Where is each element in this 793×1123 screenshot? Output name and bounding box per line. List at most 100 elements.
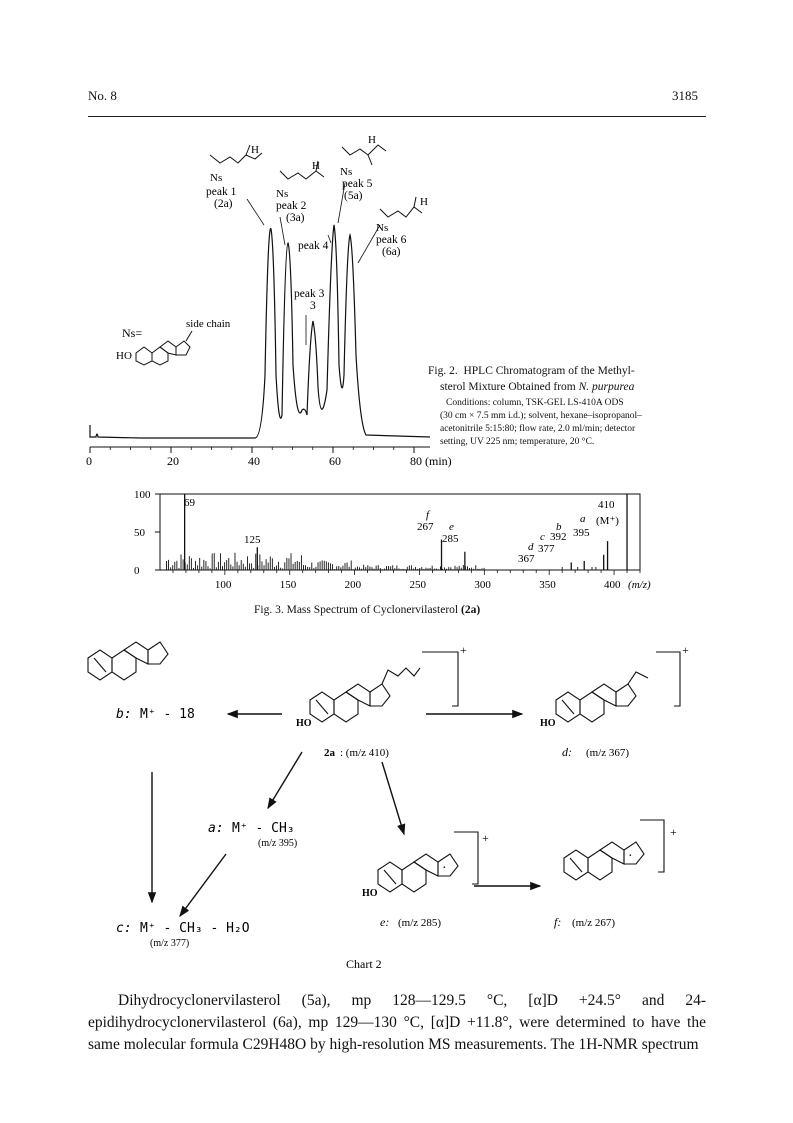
x-tick-label: 20 [167, 454, 179, 468]
peak6-arrow [357, 224, 381, 264]
charge-label: + [460, 643, 467, 657]
fragment-c-text: M⁺ - CH₃ - H₂O [140, 921, 250, 936]
fig2-species: N. purpurea [578, 381, 635, 393]
x-tick-label: 300 [474, 579, 491, 591]
spectrum-peaks [166, 494, 628, 570]
x-tick-label: 40 [248, 454, 260, 468]
x-tick-label: 200 [345, 579, 362, 591]
paragraph-text: Dihydrocyclonervilasterol (5a), mp 128—1… [88, 992, 706, 1053]
fig3-caption-text: Fig. 3. Mass Spectrum of Cyclonervilaste… [254, 604, 459, 616]
fig2-caption-title: HPLC Chromatogram of the Methyl- [463, 365, 635, 377]
peak-label-125: 125 [244, 534, 261, 546]
charge-label: + [682, 643, 689, 657]
peak5-arrow [337, 182, 346, 224]
x-tick-label: 80 (min) [410, 454, 452, 468]
fragment-f: f [426, 509, 431, 521]
peak1-arrow [246, 198, 265, 226]
peak-label-267: 267 [417, 521, 434, 533]
fragment-f-tag: f: [554, 915, 561, 929]
structure-2a [309, 651, 459, 723]
peak2-label: peak 2 [276, 200, 307, 212]
structure-e [377, 831, 479, 893]
fragment-d-tag: d: [562, 745, 572, 759]
h-label: H [251, 144, 259, 156]
fig3-caption: Fig. 3. Mass Spectrum of Cyclonervilaste… [254, 602, 480, 618]
condition-line: setting, UV 225 nm; temperature, 20 °C. [440, 437, 595, 447]
structure-f [563, 819, 665, 881]
fragment-d: d [528, 541, 534, 553]
center-mz: : (m/z 410) [340, 747, 389, 759]
center-label: 2a [324, 747, 336, 759]
radical-dot: · [442, 861, 447, 876]
charge-label: + [482, 831, 489, 845]
x-tick-label: 0 [86, 454, 92, 468]
x-tick-label: 350 [539, 579, 556, 591]
ns-label: Ns [210, 172, 222, 184]
fragment-c-tag: c: [116, 921, 132, 936]
peak-label-395: 395 [573, 527, 590, 539]
fragment-e: e [449, 521, 454, 533]
h-label: H [312, 160, 320, 172]
fragment-a-tag: a: [208, 821, 224, 836]
peak1-compound: (2a) [214, 198, 233, 210]
x-unit-label: (m/z) [628, 579, 651, 591]
peak2-arrow [279, 216, 286, 246]
peak4-arrow [327, 234, 332, 244]
fragment-b-tag: b: [116, 707, 132, 722]
fragment-e-mz: (m/z 285) [398, 917, 441, 929]
chromatogram-trace [89, 224, 431, 439]
ho-label: HO [540, 718, 556, 729]
hplc-chromatogram: H H H H Ns Ns Ns Ns peak 1 (2a) peak 2 (… [86, 134, 452, 468]
side-chain-label: side chain [186, 318, 231, 330]
condition-line: acetonitrile 5:15:80; flow rate, 2.0 ml/… [440, 424, 636, 434]
peak-label-377: 377 [538, 543, 555, 555]
x-tick-label: 100 [215, 579, 232, 591]
peak2-compound: (3a) [286, 212, 305, 224]
fig2-caption-label: Fig. 2. [428, 365, 458, 377]
steroid-core-icon [135, 330, 193, 366]
peak-label-410: 410 [598, 499, 615, 511]
ho-label: HO [362, 888, 378, 899]
fig2-caption: Fig. 2. HPLC Chromatogram of the Methyl-… [428, 363, 698, 449]
header-rule [88, 116, 706, 117]
condition-line: (30 cm × 7.5 mm i.d.); solvent, hexane–i… [440, 411, 642, 421]
ns-label: Ns [276, 188, 288, 200]
ho-label: HO [296, 718, 312, 729]
running-head-left: No. 8 [88, 88, 117, 103]
y-axis-ticks: 0 50 100 [134, 489, 160, 577]
fragment-a: a [580, 513, 586, 525]
spectrum-frame [159, 493, 641, 571]
reaction-arrows [147, 709, 542, 918]
fig2-caption-title-2: sterol Mixture Obtained from [440, 381, 576, 393]
y-tick-label: 50 [134, 527, 146, 539]
x-tick-label: 150 [280, 579, 297, 591]
fragment-e-tag: e: [380, 915, 389, 929]
chart2-title: Chart 2 [346, 957, 382, 971]
fragment-a-text: M⁺ - CH₃ [232, 821, 295, 836]
molecular-ion-label: (M⁺) [596, 515, 619, 527]
x-tick-label: 400 [604, 579, 621, 591]
h-label: H [368, 134, 376, 146]
condition-line: Conditions: column, TSK-GEL LS-410A ODS [446, 398, 624, 408]
page-number: 3185 [672, 88, 698, 103]
y-tick-label: 100 [134, 489, 151, 501]
ns-label: Ns [376, 222, 388, 234]
fragment-f-mz: (m/z 267) [572, 917, 615, 929]
y-tick-label: 0 [134, 565, 140, 577]
peak3-number: 3 [310, 300, 316, 312]
ns-definition: Ns= [122, 326, 142, 340]
fig3-compound: (2a) [460, 604, 481, 616]
body-paragraph: Dihydrocyclonervilasterol (5a), mp 128—1… [88, 990, 706, 1056]
peak5-label: peak 5 [342, 178, 373, 190]
peak-label-367: 367 [518, 553, 535, 565]
fragmentation-chart: HO + 2a : (m/z 410) HO + d: (m/z 367) HO… [87, 641, 689, 971]
peak6-label: peak 6 [376, 234, 407, 246]
fragment-b-text: M⁺ - 18 [140, 707, 195, 722]
ho-label: HO [116, 350, 132, 362]
fragment-c: c [540, 531, 545, 543]
charge-label: + [670, 825, 677, 839]
fragment-d-mz: (m/z 367) [586, 747, 629, 759]
peak-label-392: 392 [550, 531, 567, 543]
